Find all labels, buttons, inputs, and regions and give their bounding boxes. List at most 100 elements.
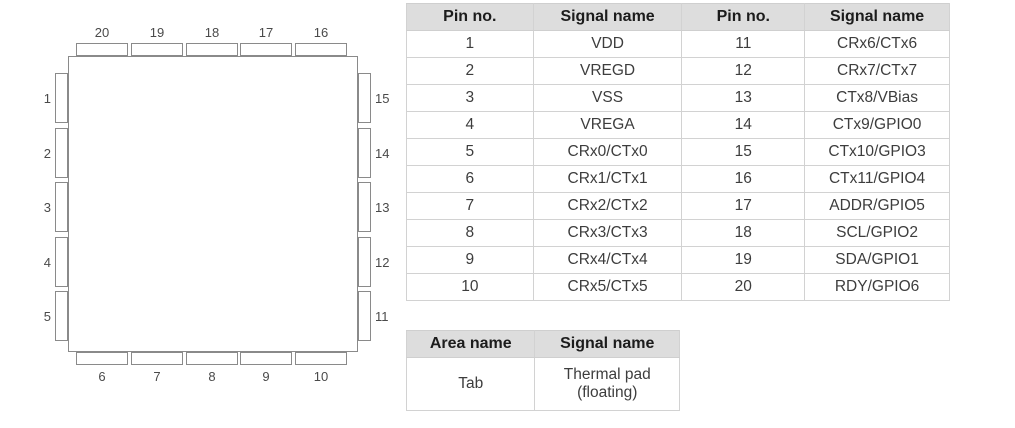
pin-no-right: 14 <box>681 111 806 139</box>
pin-no-right: 16 <box>681 165 806 193</box>
pin-number-2: 2 <box>43 146 51 161</box>
pin-no-left: 10 <box>406 273 534 301</box>
column-header-pin-no-2: Pin no. <box>681 3 806 31</box>
column-header-pin-no-1: Pin no. <box>406 3 534 31</box>
pin-number-14: 14 <box>375 146 390 161</box>
pin-no-left: 9 <box>406 246 534 274</box>
signal-name-right: RDY/GPIO6 <box>804 273 950 301</box>
pad-signal-name: Thermal pad (floating) <box>534 357 680 411</box>
pin-no-left: 6 <box>406 165 534 193</box>
signal-name-right: CRx6/CTx6 <box>804 30 950 58</box>
pin-number-4: 4 <box>43 255 51 270</box>
pin-pad-13 <box>358 182 371 232</box>
pin-number-11: 11 <box>375 309 389 324</box>
signal-name-left: VDD <box>532 30 683 58</box>
signal-name-right: CRx7/CTx7 <box>804 57 950 85</box>
pin-pad-1 <box>55 73 68 123</box>
pin-number-9: 9 <box>262 369 270 384</box>
pin-no-right: 20 <box>681 273 806 301</box>
signal-name-left: VREGD <box>532 57 683 85</box>
pin-no-left: 2 <box>406 57 534 85</box>
signal-name-left: CRx0/CTx0 <box>532 138 683 166</box>
column-header-area-name: Area name <box>405 330 536 358</box>
pin-pad-10 <box>295 352 347 365</box>
pin-no-right: 13 <box>681 84 806 112</box>
pin-pad-2 <box>55 128 68 178</box>
pad-table-header-row: Area name Signal name <box>405 330 680 358</box>
signal-name-left: CRx4/CTx4 <box>532 246 683 274</box>
pin-pad-9 <box>240 352 292 365</box>
table-row: Tab Thermal pad (floating) <box>405 357 680 411</box>
chip-body-outline <box>68 56 358 352</box>
pin-pad-16 <box>295 43 347 56</box>
pin-no-right: 17 <box>681 192 806 220</box>
pin-pad-12 <box>358 237 371 287</box>
pin-no-left: 4 <box>406 111 534 139</box>
pin-no-right: 15 <box>681 138 806 166</box>
pin-pad-20 <box>76 43 128 56</box>
pin-number-19: 19 <box>149 25 165 40</box>
pin-number-8: 8 <box>208 369 216 384</box>
pad-signal-line-2: (floating) <box>577 384 638 401</box>
pin-number-15: 15 <box>375 91 390 106</box>
pin-number-7: 7 <box>153 369 161 384</box>
pin-number-20: 20 <box>94 25 110 40</box>
thermal-pad-table: Area name Signal name Tab Thermal pad (f… <box>405 330 680 411</box>
pin-number-5: 5 <box>43 309 51 324</box>
pin-pad-8 <box>186 352 238 365</box>
signal-name-right: CTx8/VBias <box>804 84 950 112</box>
pin-pad-4 <box>55 237 68 287</box>
signal-name-right: CTx9/GPIO0 <box>804 111 950 139</box>
pin-number-3: 3 <box>43 200 51 215</box>
signal-name-right: SCL/GPIO2 <box>804 219 950 247</box>
column-header-signal-name-1: Signal name <box>532 3 683 31</box>
pin-pad-7 <box>131 352 183 365</box>
pad-signal-line-1: Thermal pad <box>563 365 651 383</box>
pin-pad-11 <box>358 291 371 341</box>
table-header-row: Pin no. Signal name Pin no. Signal name <box>406 3 950 31</box>
pin-no-right: 11 <box>681 30 806 58</box>
signal-name-right: ADDR/GPIO5 <box>804 192 950 220</box>
signal-name-left: CRx1/CTx1 <box>532 165 683 193</box>
signal-name-right: CTx10/GPIO3 <box>804 138 950 166</box>
pin-number-6: 6 <box>98 369 106 384</box>
pin-no-right: 18 <box>681 219 806 247</box>
signal-name-left: CRx5/CTx5 <box>532 273 683 301</box>
signal-name-left: CRx2/CTx2 <box>532 192 683 220</box>
pin-pad-15 <box>358 73 371 123</box>
signal-name-left: CRx3/CTx3 <box>532 219 683 247</box>
column-header-signal-name-2: Signal name <box>804 3 950 31</box>
pin-pad-19 <box>131 43 183 56</box>
pad-area-name: Tab <box>405 357 536 411</box>
pin-pad-18 <box>186 43 238 56</box>
pin-pad-6 <box>76 352 128 365</box>
pin-no-right: 19 <box>681 246 806 274</box>
pin-number-12: 12 <box>375 255 390 270</box>
pin-number-1: 1 <box>43 91 51 106</box>
pad-table-body: Tab Thermal pad (floating) <box>405 357 680 411</box>
pin-no-left: 8 <box>406 219 534 247</box>
signal-name-left: VREGA <box>532 111 683 139</box>
pin-no-right: 12 <box>681 57 806 85</box>
signal-name-left: VSS <box>532 84 683 112</box>
pin-number-18: 18 <box>204 25 220 40</box>
pin-pad-3 <box>55 182 68 232</box>
pin-no-left: 1 <box>406 30 534 58</box>
pin-number-16: 16 <box>313 25 329 40</box>
pin-no-left: 5 <box>406 138 534 166</box>
pin-assignment-table: Pin no. Signal name Pin no. Signal name … <box>406 3 950 301</box>
pin-number-10: 10 <box>313 369 329 384</box>
signal-name-right: SDA/GPIO1 <box>804 246 950 274</box>
signal-name-right: CTx11/GPIO4 <box>804 165 950 193</box>
